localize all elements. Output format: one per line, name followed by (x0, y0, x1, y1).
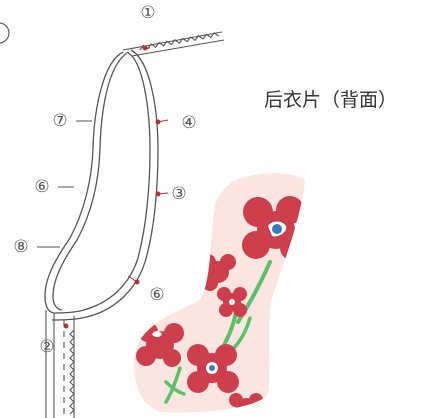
armhole-outline (44, 49, 159, 321)
flower-lower-left (136, 322, 184, 367)
side-seam (45, 310, 75, 418)
svg-text:①: ① (140, 3, 155, 23)
marker-7: ⑦ (52, 111, 67, 131)
flower-bottom (187, 344, 239, 393)
marker-3: ③ (171, 184, 186, 204)
pointer-markers (63, 45, 169, 329)
diagram-title: 后衣片（背面） (264, 89, 397, 111)
svg-text:⑥: ⑥ (149, 285, 164, 305)
marker-top-left (0, 22, 10, 44)
marker-8: ⑧ (13, 237, 28, 257)
marker-2: ② (39, 337, 54, 357)
svg-text:④: ④ (181, 113, 196, 133)
marker-6-right: ⑥ (149, 285, 164, 305)
svg-text:③: ③ (171, 184, 186, 204)
flower-middle (217, 287, 247, 317)
marker-4: ④ (181, 113, 196, 133)
marker-1: ① (140, 3, 155, 23)
marker-6-left: ⑥ (34, 177, 49, 197)
svg-text:⑦: ⑦ (52, 111, 67, 131)
svg-text:⑥: ⑥ (34, 177, 49, 197)
svg-text:⑧: ⑧ (13, 237, 28, 257)
svg-text:②: ② (39, 337, 54, 357)
fabric-swatch (134, 173, 305, 413)
shoulder-seam (122, 31, 225, 57)
